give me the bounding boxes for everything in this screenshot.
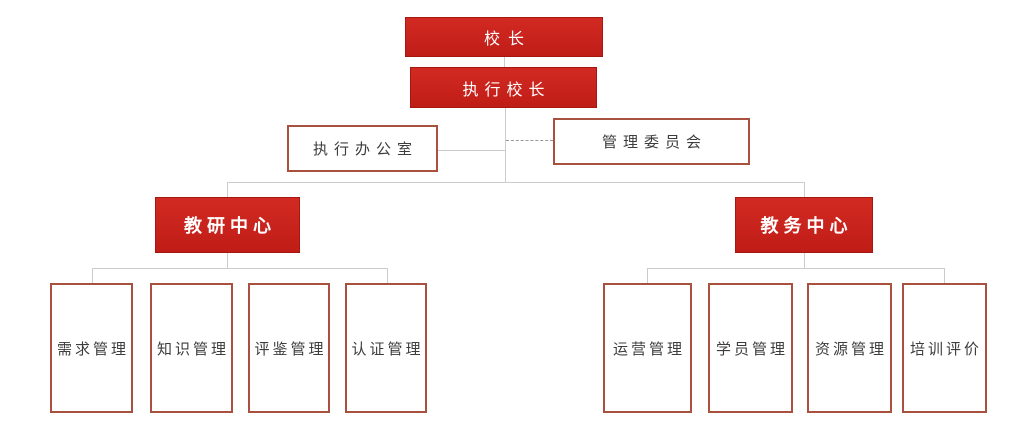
connector-exec-trunk: [505, 108, 506, 182]
node-academic-center: 教务中心: [735, 197, 873, 253]
node-student-management-label: 学员管理: [715, 339, 788, 358]
node-research-center: 教研中心: [155, 197, 300, 253]
node-management-committee: 管理委员会: [553, 118, 750, 165]
node-training-evaluation: 培训评价: [902, 283, 987, 413]
node-knowledge-management: 知识管理: [150, 283, 233, 413]
connector-office-link: [438, 150, 505, 151]
node-executive-principal: 执行校长: [410, 67, 597, 108]
node-evaluation-management-label: 评鉴管理: [254, 339, 327, 358]
node-student-management: 学员管理: [708, 283, 793, 413]
connector-drop-academic-center: [804, 182, 805, 197]
connector-split-horizontal: [227, 182, 805, 183]
node-certification-management-label: 认证管理: [351, 339, 424, 358]
node-academic-center-label: 教务中心: [760, 216, 853, 237]
node-knowledge-management-label: 知识管理: [156, 339, 229, 358]
connector-drop-operations: [647, 268, 648, 283]
node-resource-management-label: 资源管理: [814, 339, 887, 358]
node-training-evaluation-label: 培训评价: [909, 339, 982, 358]
connector-academic-stem: [804, 253, 805, 268]
node-principal: 校长: [405, 17, 603, 57]
node-demand-management-label: 需求管理: [56, 339, 129, 358]
connector-committee-dashed-link: [506, 140, 553, 141]
node-resource-management: 资源管理: [807, 283, 892, 413]
node-operations-management-label: 运营管理: [612, 339, 685, 358]
node-management-committee-label: 管理委员会: [601, 133, 707, 151]
connector-principal-to-exec: [504, 57, 505, 67]
node-executive-office: 执行办公室: [287, 125, 438, 172]
connector-academic-horizontal: [647, 268, 944, 269]
connector-drop-training: [944, 268, 945, 283]
connector-drop-research-center: [227, 182, 228, 197]
node-certification-management: 认证管理: [345, 283, 427, 413]
connector-research-stem: [227, 253, 228, 268]
node-research-center-label: 教研中心: [184, 216, 276, 237]
node-demand-management: 需求管理: [50, 283, 133, 413]
node-operations-management: 运营管理: [603, 283, 692, 413]
connector-research-horizontal: [92, 268, 387, 269]
connector-drop-certification: [387, 268, 388, 283]
connector-drop-demand: [92, 268, 93, 283]
node-principal-label: 校长: [483, 29, 532, 48]
node-executive-principal-label: 执行校长: [462, 79, 551, 99]
node-evaluation-management: 评鉴管理: [248, 283, 330, 413]
node-executive-office-label: 执行办公室: [312, 140, 418, 158]
